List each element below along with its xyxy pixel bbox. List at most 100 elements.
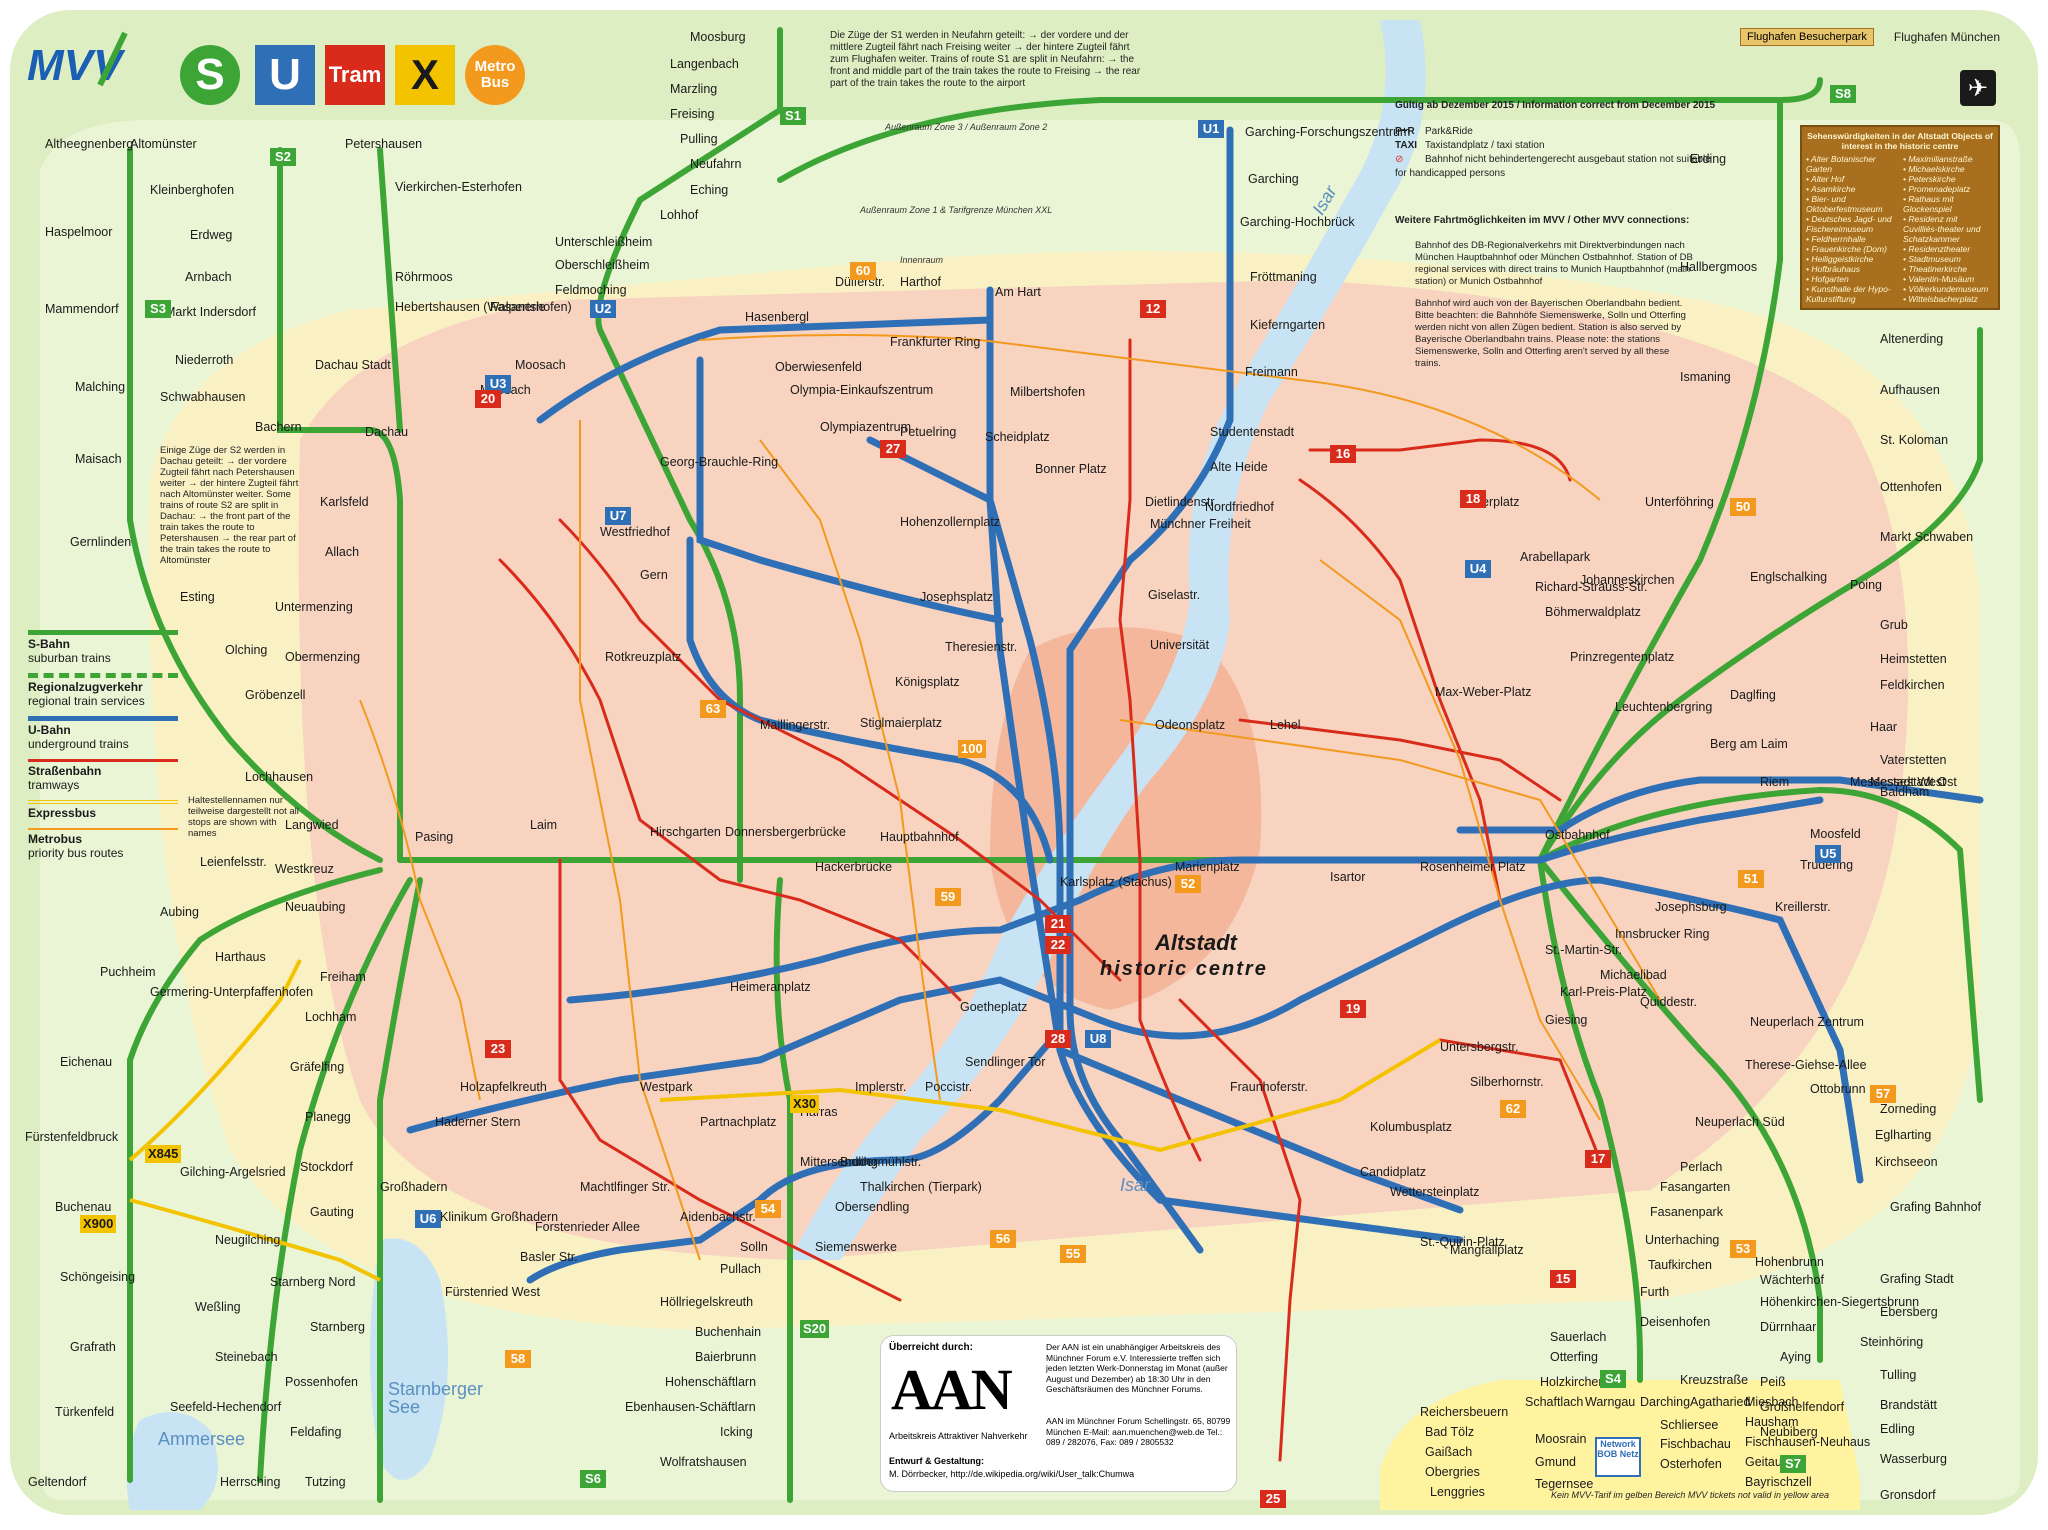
station-label[interactable]: Moosfeld	[1810, 827, 1861, 841]
station-label[interactable]: Schöngeising	[60, 1270, 136, 1284]
station-label[interactable]: Candidplatz	[1360, 1165, 1427, 1179]
sbahn-badge[interactable]: S7	[1780, 1455, 1806, 1473]
station-label[interactable]: Olympiazentrum	[820, 420, 911, 434]
station-label[interactable]: Kreuzstraße	[1680, 1373, 1749, 1387]
station-label[interactable]: Pasing	[415, 830, 454, 844]
metrobus-badge[interactable]: 62	[1500, 1100, 1526, 1118]
station-label[interactable]: Brandstätt	[1880, 1398, 1937, 1412]
metrobus-badge[interactable]: 63	[700, 700, 726, 718]
station-label[interactable]: Universität	[1150, 638, 1210, 652]
station-label[interactable]: Westkreuz	[275, 862, 334, 876]
station-label[interactable]: Max-Weber-Platz	[1435, 685, 1532, 699]
station-label[interactable]: Röhrmoos	[395, 270, 453, 284]
ubahn-badge[interactable]: U5	[1815, 845, 1841, 863]
station-label-yellow-zone[interactable]: Miesbach	[1745, 1395, 1799, 1409]
station-label[interactable]: Quiddestr.	[1640, 995, 1697, 1009]
station-label[interactable]: Rotkreuzplatz	[605, 650, 682, 664]
station-label-yellow-zone[interactable]: Gmund	[1535, 1455, 1576, 1469]
station-label[interactable]: Esting	[180, 590, 215, 604]
station-label[interactable]: Maisach	[75, 452, 122, 466]
station-label[interactable]: Geltendorf	[28, 1475, 87, 1489]
station-label[interactable]: Lehel	[1270, 718, 1301, 732]
ubahn-badge[interactable]: U6	[415, 1210, 441, 1228]
station-label[interactable]: Mangfallplatz	[1450, 1243, 1524, 1257]
station-label[interactable]: Haspelmoor	[45, 225, 113, 239]
station-label[interactable]: Erdweg	[190, 228, 233, 242]
station-label[interactable]: Ottenhofen	[1880, 480, 1942, 494]
station-label[interactable]: Grafing Bahnhof	[1890, 1200, 1982, 1214]
metrobus-badge[interactable]: 51	[1738, 870, 1764, 888]
station-label-yellow-zone[interactable]: Gaißach	[1425, 1445, 1473, 1459]
metrobus-badge[interactable]: 55	[1060, 1245, 1086, 1263]
station-label[interactable]: Hebertshausen (Walpertshofen)	[395, 300, 572, 314]
station-label[interactable]: Aufhausen	[1880, 383, 1940, 397]
station-label[interactable]: Steinhöring	[1860, 1335, 1924, 1349]
station-label[interactable]: Josephsburg	[1655, 900, 1727, 914]
station-label[interactable]: Fasanerie	[490, 300, 546, 314]
station-label[interactable]: Therese-Giehse-Allee	[1745, 1058, 1867, 1072]
station-label-yellow-zone[interactable]: Obergries	[1425, 1465, 1480, 1479]
station-label[interactable]: Vaterstetten	[1880, 753, 1947, 767]
station-label[interactable]: Böhmerwaldplatz	[1545, 605, 1641, 619]
station-label[interactable]: Messestadt Ost	[1870, 775, 1957, 789]
sbahn-badge[interactable]: S8	[1830, 85, 1856, 103]
station-label[interactable]: Fröttmaning	[1250, 270, 1317, 284]
station-label[interactable]: Johanneskirchen	[1580, 573, 1675, 587]
station-label[interactable]: Grafrath	[70, 1340, 116, 1354]
station-label[interactable]: Türkenfeld	[55, 1405, 115, 1419]
station-label[interactable]: Taufkirchen	[1648, 1258, 1712, 1272]
station-label[interactable]: Hackerbrücke	[815, 860, 893, 874]
station-label[interactable]: Starnberg	[310, 1320, 365, 1334]
station-label[interactable]: Ottobrunn	[1810, 1082, 1866, 1096]
station-label-yellow-zone[interactable]: Reichersbeuern	[1420, 1405, 1509, 1419]
metrobus-badge[interactable]: 100	[958, 740, 986, 758]
station-label[interactable]: Gilching-Argelsried	[180, 1165, 286, 1179]
station-label[interactable]: Ebenhausen-Schäftlarn	[625, 1400, 756, 1414]
station-label[interactable]: Gronsdorf	[1880, 1488, 1936, 1502]
station-label[interactable]: Hirschgarten	[650, 825, 721, 839]
station-label[interactable]: Bachern	[255, 420, 302, 434]
station-label[interactable]: Karl-Preis-Platz	[1560, 985, 1647, 999]
tram-badge[interactable]: 16	[1330, 445, 1356, 463]
station-label[interactable]: Unterschleißheim	[555, 235, 653, 249]
airport-label[interactable]: Flughafen München	[1893, 30, 2000, 44]
station-label[interactable]: Leuchtenbergring	[1615, 700, 1713, 714]
tram-badge[interactable]: 12	[1140, 300, 1166, 318]
station-label[interactable]: Langenbach	[670, 57, 739, 71]
station-label[interactable]: Wasserburg	[1880, 1452, 1947, 1466]
station-label[interactable]: Weßling	[195, 1300, 241, 1314]
station-label[interactable]: Schwabhausen	[160, 390, 246, 404]
station-label[interactable]: Aidenbachstr.	[680, 1210, 756, 1224]
station-label[interactable]: Vierkirchen-Esterhofen	[395, 180, 522, 194]
station-label[interactable]: Basler Str.	[520, 1250, 578, 1264]
station-label[interactable]: Kieferngarten	[1250, 318, 1326, 332]
station-label[interactable]: Stiglmaierplatz	[860, 716, 942, 730]
station-label[interactable]: Leienfelsstr.	[200, 855, 267, 869]
station-label[interactable]: Odeonsplatz	[1155, 718, 1226, 732]
station-label[interactable]: Maillingerstr.	[760, 718, 831, 732]
station-label[interactable]: Brudermühlstr.	[840, 1155, 922, 1169]
station-label[interactable]: Oberschleißheim	[555, 258, 650, 272]
station-label[interactable]: Milbertshofen	[1010, 385, 1086, 399]
station-label[interactable]: Lohhof	[660, 208, 699, 222]
tram-badge[interactable]: 21	[1045, 915, 1071, 933]
station-label[interactable]: Berg am Laim	[1710, 737, 1788, 751]
station-label[interactable]: Baierbrunn	[695, 1350, 757, 1364]
station-label[interactable]: Daglfing	[1730, 688, 1776, 702]
station-label[interactable]: Isartor	[1330, 870, 1366, 884]
station-label[interactable]: Buchenhain	[695, 1325, 762, 1339]
station-label[interactable]: Freimann	[1245, 365, 1298, 379]
sbahn-badge[interactable]: S1	[780, 107, 806, 125]
station-label[interactable]: Feldkirchen	[1880, 678, 1945, 692]
station-label[interactable]: Aubing	[160, 905, 199, 919]
station-label[interactable]: Höllriegelskreuth	[660, 1295, 754, 1309]
station-label[interactable]: Siemenswerke	[815, 1240, 897, 1254]
station-label[interactable]: Grub	[1880, 618, 1908, 632]
metrobus-badge[interactable]: 60	[850, 262, 876, 280]
station-label[interactable]: Gauting	[310, 1205, 354, 1219]
station-label[interactable]: Dachau	[365, 425, 409, 439]
station-label[interactable]: Gernlinden	[70, 535, 132, 549]
station-label[interactable]: Fraunhoferstr.	[1230, 1080, 1308, 1094]
station-label[interactable]: Neuaubing	[285, 900, 346, 914]
station-label[interactable]: Neubiberg	[1760, 1425, 1818, 1439]
